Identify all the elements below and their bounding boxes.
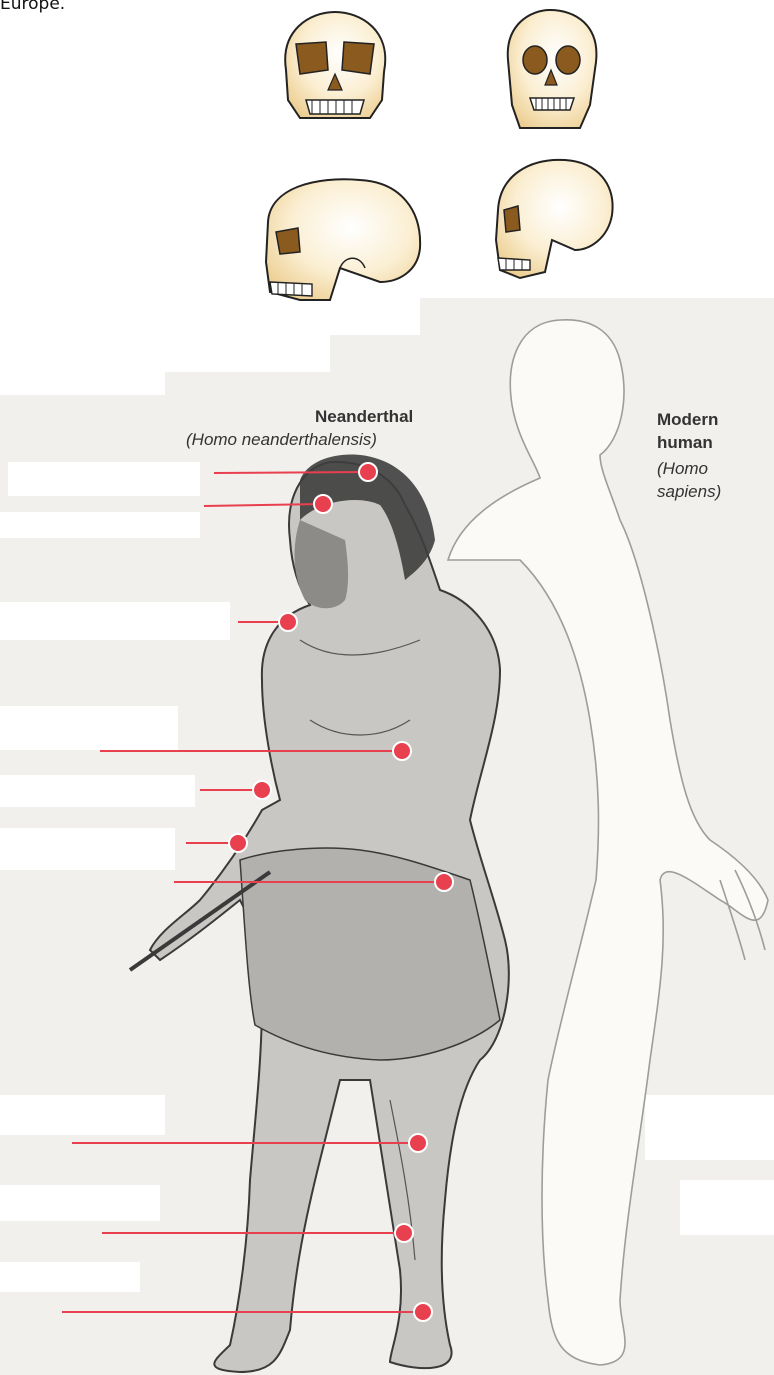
pointer-dot-ribcage bbox=[393, 742, 411, 760]
pointer-dot-shin bbox=[395, 1224, 413, 1242]
neanderthal-common-name: Neanderthal bbox=[315, 407, 413, 427]
pointer-dot-brow bbox=[314, 495, 332, 513]
neanderthal-scientific-name: (Homo neanderthalensis) bbox=[186, 430, 377, 450]
pointer-dot-forearm bbox=[229, 834, 247, 852]
modern-human-common-name-line2: human bbox=[657, 433, 713, 453]
pointer-dot-knee bbox=[409, 1134, 427, 1152]
modern-skull-side bbox=[496, 160, 613, 278]
pointer-dot-ankle bbox=[414, 1303, 432, 1321]
pointer-dot-chest bbox=[279, 613, 297, 631]
pointer-dot-skull-top bbox=[359, 463, 377, 481]
neanderthal-skull-front bbox=[285, 12, 385, 118]
modern-skull-front bbox=[508, 10, 597, 128]
pointer-dot-pelvis bbox=[435, 873, 453, 891]
modern-human-common-name-line1: Modern bbox=[657, 410, 718, 430]
pointer-dot-upper-arm bbox=[253, 781, 271, 799]
neanderthal-skull-side bbox=[266, 179, 420, 300]
modern-human-scientific-line2: sapiens) bbox=[657, 482, 721, 502]
modern-human-scientific-line1: (Homo bbox=[657, 459, 708, 479]
header-text: Europe. bbox=[0, 0, 65, 14]
